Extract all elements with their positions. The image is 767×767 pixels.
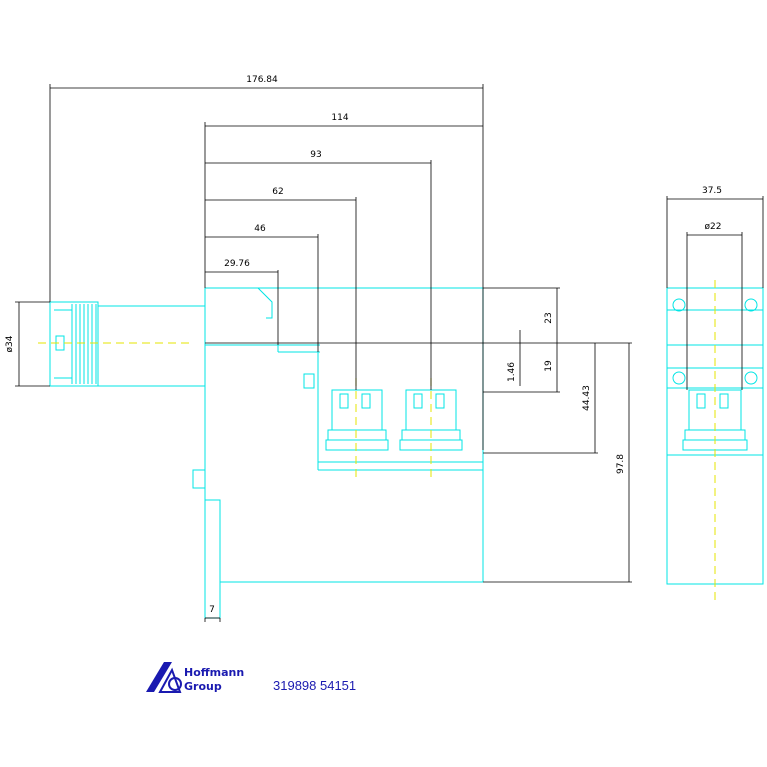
dim-19: 19: [544, 360, 554, 372]
logo-line-1: Hoffmann: [184, 666, 244, 679]
dim-side-diameter: ø22: [705, 222, 722, 232]
dim-overall-length: 176.84: [246, 75, 278, 85]
dim-body-length: 114: [331, 113, 348, 123]
knob-ribs: [54, 304, 97, 384]
dim-4443: 44.43: [582, 385, 592, 411]
dim-side-width: 37.5: [702, 186, 722, 196]
front-view: [49, 287, 484, 619]
dim-93: 93: [310, 150, 321, 160]
dim-7: 7: [209, 605, 215, 615]
knob-body: [49, 301, 99, 387]
dim-23: 23: [544, 312, 554, 323]
dimension-lines: [15, 84, 764, 622]
base-foot: [205, 499, 221, 619]
logo-line-2: Group: [184, 680, 222, 693]
side-tab: [192, 469, 205, 489]
small-block: [303, 373, 315, 389]
brand-block: Hoffmann Group 319898 54151: [146, 662, 356, 693]
dim-978: 97.8: [616, 454, 626, 474]
dim-62: 62: [272, 187, 283, 197]
dim-2976: 29.76: [224, 259, 250, 269]
side-hole-1: [672, 298, 686, 312]
side-hole-4: [744, 371, 758, 385]
side-hole-3: [672, 371, 686, 385]
dim-146: 1.46: [507, 362, 517, 382]
part-number: 319898 54151: [273, 678, 356, 693]
hoffmann-logo-icon: Hoffmann Group: [146, 662, 244, 693]
centerlines: [38, 280, 716, 600]
dimension-labels: 176.84 114 93 62 46 29.76 37.5 ø22 ø34 2…: [5, 75, 722, 615]
wedge: [257, 287, 273, 319]
dim-knob-diameter: ø34: [5, 335, 15, 352]
connector-1: [325, 389, 389, 451]
side-hole-2: [744, 298, 758, 312]
dim-46: 46: [254, 224, 266, 234]
